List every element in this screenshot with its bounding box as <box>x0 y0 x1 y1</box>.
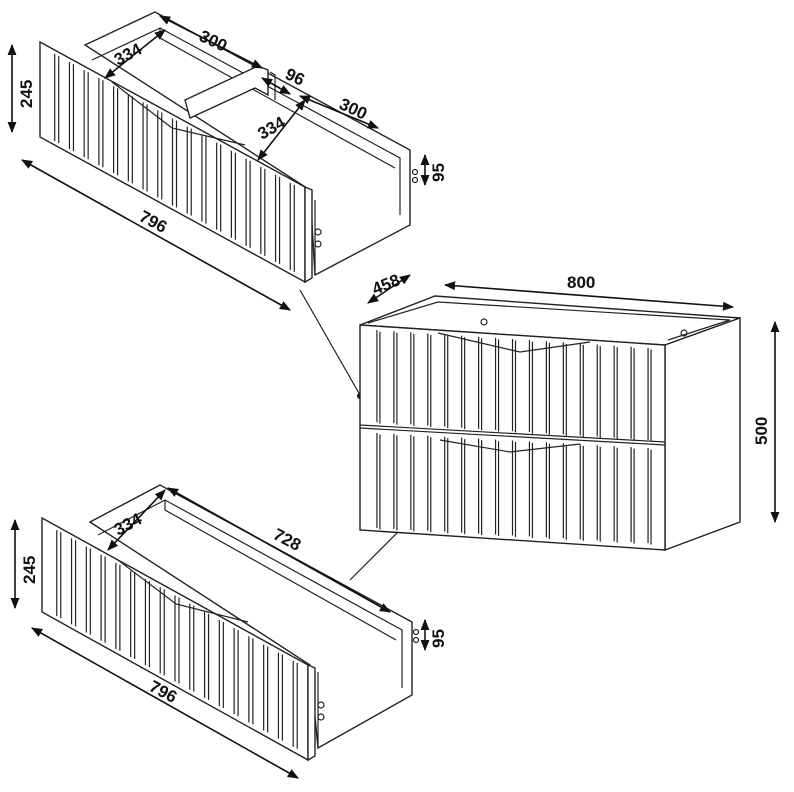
dim-label-796: 796 <box>136 207 170 237</box>
cabinet-front <box>359 324 666 551</box>
top-drawer <box>39 11 419 284</box>
cabinet-side <box>664 317 741 552</box>
dim-label-500: 500 <box>752 417 771 445</box>
top-drawer-handle-groove <box>111 81 246 146</box>
dim-label-245b: 245 <box>20 556 39 584</box>
dim-label-245: 245 <box>17 80 36 108</box>
cabinet <box>359 295 741 552</box>
dim-label-95b: 95 <box>429 629 448 648</box>
dim-line <box>159 15 263 69</box>
dim-label-95: 95 <box>429 163 448 182</box>
dim-label-458: 458 <box>369 270 402 298</box>
dim-label-800: 800 <box>567 273 595 292</box>
top-drawer-divider <box>184 65 269 119</box>
